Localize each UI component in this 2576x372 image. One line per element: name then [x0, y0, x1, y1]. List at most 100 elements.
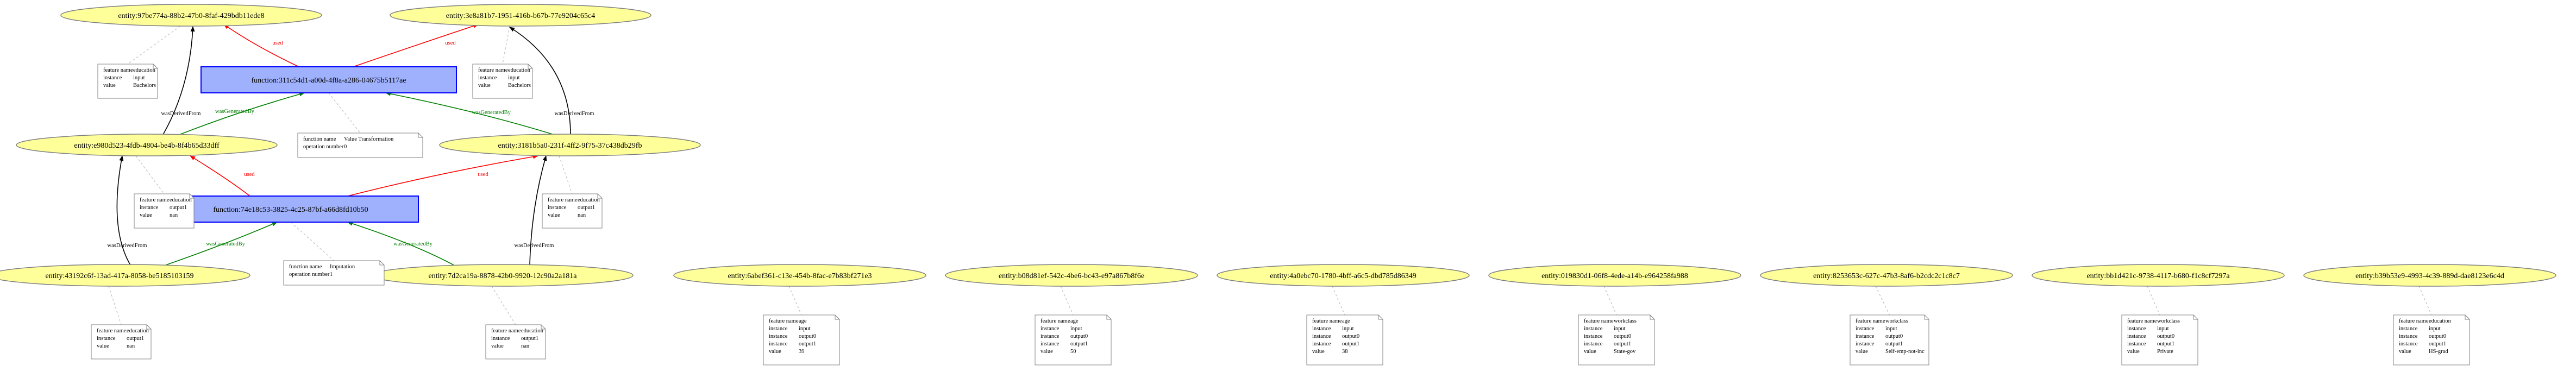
- edge-line: [162, 26, 195, 135]
- note-box: [2121, 314, 2198, 365]
- annotation-link: [1060, 286, 1074, 316]
- note-key: function name: [303, 136, 336, 142]
- note-key: value: [478, 83, 491, 89]
- note-value: workclass: [2157, 318, 2180, 324]
- note-key: instance: [1041, 326, 1060, 332]
- annotation-link: [1875, 286, 1890, 316]
- note-fold: [2193, 315, 2198, 320]
- entity-ellipse: [60, 4, 322, 27]
- nodes-layer: entity:97be774a-88b2-47b0-8faf-429bdb11e…: [0, 4, 2556, 287]
- entity-node[interactable]: entity:7d2ca19a-8878-42b0-9920-12c90a2a1…: [372, 264, 634, 287]
- annotation-link: [328, 92, 361, 134]
- note-key: instance: [2399, 326, 2418, 332]
- note-key: instance: [1041, 341, 1060, 347]
- note-key: feature name: [140, 197, 170, 203]
- entity-node[interactable]: entity:97be774a-88b2-47b0-8faf-429bdb11e…: [60, 4, 322, 27]
- edge-line: [509, 27, 571, 135]
- edge-used: used: [353, 24, 479, 67]
- edge-line: [347, 154, 538, 197]
- note-value: output0: [2157, 333, 2174, 339]
- entity-node[interactable]: entity:43192c6f-13ad-417a-8058-be5185103…: [0, 264, 250, 287]
- note-value: output1: [170, 205, 187, 211]
- note-fold: [835, 315, 839, 320]
- entity-label: entity:019830d1-06f8-4ede-a14b-e964258fa…: [1541, 272, 1688, 280]
- entity-label: entity:6abef361-c13e-454b-8fac-e7b83bf27…: [728, 272, 872, 280]
- entity-node[interactable]: entity:3181b5a0-231f-4ff2-9f75-37c438db2…: [439, 134, 701, 156]
- note-value: 38: [1342, 349, 1348, 355]
- note-key: instance: [1312, 341, 1331, 347]
- entity-node[interactable]: entity:019830d1-06f8-4ede-a14b-e964258fa…: [1488, 264, 1741, 287]
- annotation-link: [1332, 286, 1345, 316]
- note-value: education: [508, 67, 531, 73]
- note-key: instance: [478, 75, 497, 81]
- note-key: instance: [769, 341, 788, 347]
- note-key: operation number: [303, 144, 344, 150]
- note-value: age: [1342, 318, 1350, 324]
- note-key: instance: [97, 336, 116, 342]
- edge-line: [116, 155, 131, 266]
- note-value: Imputation: [330, 264, 355, 270]
- note-box: [1578, 314, 1655, 365]
- entity-ellipse: [1760, 264, 2013, 287]
- note-value: output1: [2429, 341, 2446, 347]
- note-key: feature name: [491, 328, 521, 334]
- activity-node[interactable]: function:74e18c53-3825-4c25-87bf-a66d8fd…: [162, 196, 419, 223]
- annotation-link: [108, 286, 122, 325]
- entity-node[interactable]: entity:e980d523-4fdb-4804-be4b-8f4b65d33…: [16, 134, 278, 156]
- entity-ellipse: [1488, 264, 1741, 287]
- entity-node[interactable]: entity:b08d81ef-542c-4be6-bc43-e97a867b8…: [945, 264, 1198, 287]
- note-value: output0: [1614, 333, 1631, 339]
- edge-was-generated-by: wasGeneratedBy: [179, 92, 305, 135]
- edge-used: used: [190, 155, 255, 197]
- note-key: instance: [2127, 326, 2146, 332]
- activity-node[interactable]: function:311c54d1-a00d-4f8a-a286-04675b5…: [200, 66, 457, 93]
- entity-label: entity:8253653c-627c-47b3-8af6-b2cdc2c1c…: [1813, 272, 1960, 280]
- note-value: output1: [799, 341, 816, 347]
- note-key: instance: [491, 336, 510, 342]
- note-value: input: [1885, 326, 1897, 332]
- note-key: instance: [103, 75, 122, 81]
- entity-node[interactable]: entity:4a0ebc70-1780-4bff-a6c5-dbd785d86…: [1217, 264, 1470, 287]
- edge-line: [529, 155, 547, 266]
- edge-was-generated-by: wasGeneratedBy: [347, 221, 454, 266]
- note-key: value: [97, 343, 109, 349]
- note-key: instance: [2399, 333, 2418, 339]
- entity-node[interactable]: entity:bb1d421c-9738-4117-b680-f1c8cf729…: [2032, 264, 2285, 287]
- note-key: value: [140, 212, 152, 218]
- note-key: feature name: [2399, 318, 2429, 324]
- note-value: 39: [799, 349, 805, 355]
- note-value: education: [133, 67, 156, 73]
- note-key: value: [1584, 349, 1596, 355]
- note-value: output0: [1885, 333, 1903, 339]
- note-value: output1: [127, 336, 144, 342]
- edge-label: wasGeneratedBy: [472, 110, 511, 116]
- entity-label: entity:b39b53e9-4993-4c39-889d-dae8123e6…: [2355, 272, 2504, 280]
- note-fold: [1924, 315, 1929, 320]
- note-key: feature name: [97, 328, 127, 334]
- entity-ellipse: [16, 134, 278, 156]
- edge-line: [385, 91, 555, 135]
- entity-node[interactable]: entity:b39b53e9-4993-4c39-889d-dae8123e6…: [2303, 264, 2556, 287]
- note-key: feature name: [1312, 318, 1342, 324]
- note-value: input: [1070, 326, 1082, 332]
- annotation-link: [2147, 286, 2160, 316]
- note-key: instance: [140, 205, 159, 211]
- note-value: input: [2157, 326, 2169, 332]
- entity-ellipse: [1217, 264, 1470, 287]
- notes-layer: feature name education instance input value B…: [91, 64, 2470, 365]
- note-box: [763, 314, 840, 365]
- note-value: input: [2429, 326, 2441, 332]
- annotation-link: [1603, 286, 1617, 316]
- edge-label: wasDerivedFrom: [555, 111, 594, 117]
- entity-node[interactable]: entity:6abef361-c13e-454b-8fac-e7b83bf27…: [673, 264, 926, 287]
- entity-node[interactable]: entity:3e8a81b7-1951-416b-b67b-77e9204c6…: [390, 4, 651, 27]
- note-key: value: [1312, 349, 1325, 355]
- note-value: input: [133, 75, 145, 81]
- entity-node[interactable]: entity:8253653c-627c-47b3-8af6-b2cdc2c1c…: [1760, 264, 2013, 287]
- note-value: HS-grad: [2429, 349, 2448, 355]
- note-fold: [1378, 315, 1383, 320]
- note-value: Bachelors: [508, 83, 531, 89]
